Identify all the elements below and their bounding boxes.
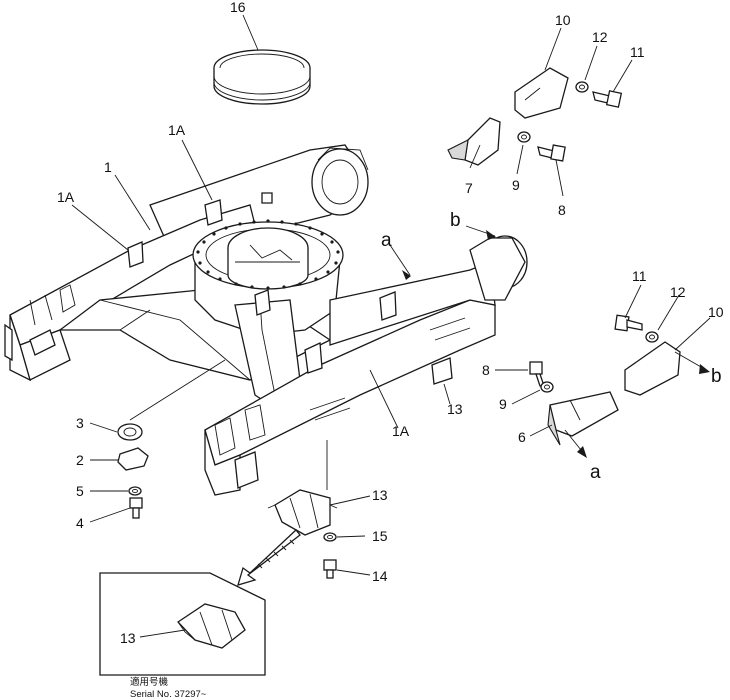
- inset-panel: [99, 572, 266, 676]
- bolt-11-top: [592, 90, 623, 108]
- bracket-13-inset: [176, 603, 246, 649]
- washer-12-top: [575, 81, 589, 93]
- cover-10-right: [624, 341, 681, 396]
- callout-5: 5: [76, 483, 84, 499]
- leader-lines: [71, 14, 711, 638]
- callout-b-right: b: [711, 366, 722, 387]
- callout-13-lower: 13: [372, 487, 388, 503]
- callout-6: 6: [518, 429, 526, 445]
- callout-9-mid: 9: [499, 396, 507, 412]
- callout-12-right: 12: [670, 284, 686, 300]
- washer-5: [128, 486, 142, 496]
- cover-6: [547, 391, 619, 446]
- callout-a-bottom: a: [590, 462, 601, 483]
- callout-16: 16: [230, 0, 246, 15]
- washer-9-top: [517, 131, 531, 143]
- bolt-8-top: [537, 144, 566, 162]
- callout-7: 7: [465, 180, 473, 196]
- callout-2: 2: [76, 452, 84, 468]
- callout-3: 3: [76, 415, 84, 431]
- bolt-8-mid: [529, 361, 545, 387]
- callout-11-right: 11: [632, 268, 647, 284]
- track-frame-body-1: [4, 144, 528, 496]
- bolt-14: [323, 559, 337, 579]
- washer-9-mid: [540, 381, 554, 393]
- washer-12-right: [645, 331, 659, 343]
- callout-8-mid: 8: [482, 362, 490, 378]
- turntable-bolt-holes: [196, 219, 340, 290]
- seal-ring-16: [213, 49, 311, 105]
- inset-caption-jp: 適用号機: [130, 676, 169, 688]
- callout-15: 15: [372, 528, 388, 544]
- bolt-4: [129, 497, 143, 519]
- callout-13-mid: 13: [447, 401, 463, 417]
- callout-9-top: 9: [512, 177, 520, 193]
- washer-15: [323, 532, 337, 542]
- callout-1: 1: [104, 159, 112, 175]
- callout-4: 4: [76, 515, 84, 531]
- bracket-13-lower: [267, 489, 338, 536]
- inset-caption-serial: Serial No. 37297~: [130, 689, 207, 700]
- bolt-11-right: [614, 314, 643, 332]
- callout-12-top: 12: [592, 29, 608, 45]
- callout-labels: 16 10 12 11 1A 1 1A 7 9 8 b a 11 12 10 b…: [57, 0, 724, 700]
- callout-14: 14: [372, 568, 388, 584]
- cover-2: [117, 447, 149, 471]
- callout-1A-bottom: 1A: [392, 423, 410, 439]
- callout-13-inset: 13: [120, 630, 136, 646]
- callout-11-top: 11: [630, 44, 645, 60]
- callout-10-right: 10: [708, 304, 724, 320]
- cover-10-top: [514, 67, 569, 119]
- gasket-3: [117, 423, 143, 441]
- callout-b-top: b: [450, 210, 461, 231]
- inset-arrow: [237, 529, 301, 586]
- callout-1A-left: 1A: [57, 189, 75, 205]
- cover-7: [447, 117, 501, 166]
- callout-a-top: a: [381, 230, 392, 251]
- callout-1A-top: 1A: [168, 122, 186, 138]
- callout-10-top: 10: [555, 12, 571, 28]
- callout-8-top: 8: [558, 202, 566, 218]
